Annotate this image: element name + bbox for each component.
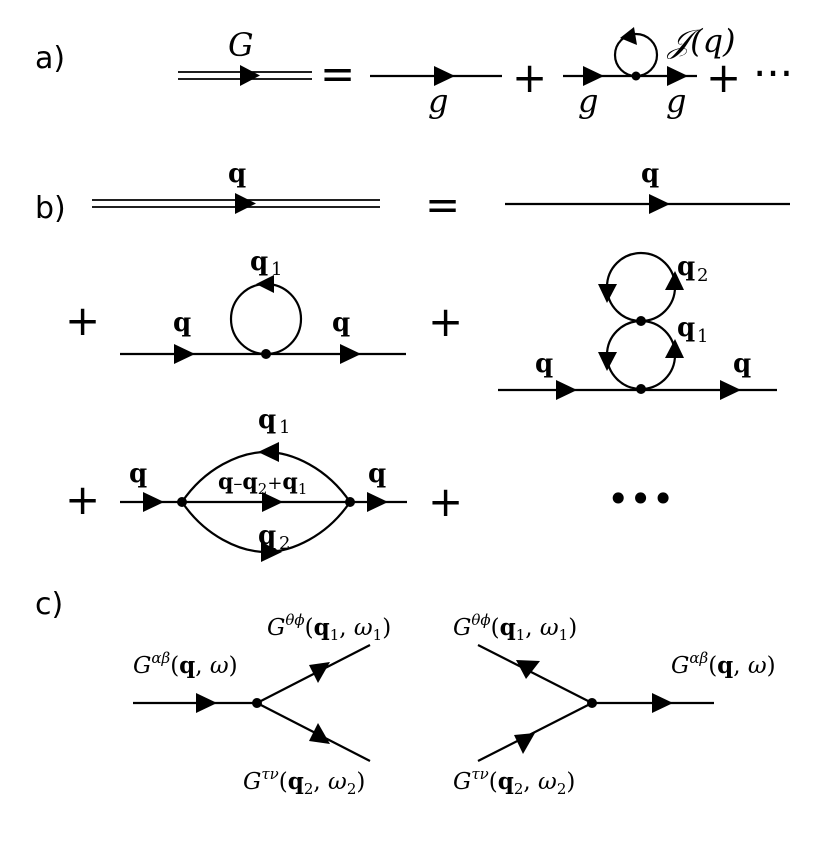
b-d3-q-out: q bbox=[368, 459, 386, 489]
b-d1-q-out: q bbox=[332, 308, 350, 338]
b-d3-arrow-mid bbox=[262, 492, 283, 512]
a-tadpole-loop-arrow bbox=[620, 27, 637, 45]
b-d1-vertex bbox=[261, 349, 271, 359]
a-tadpole-vertex bbox=[631, 71, 641, 81]
a-dressed-arrow bbox=[240, 65, 260, 86]
b-d2-loop-upper bbox=[605, 251, 677, 323]
b-plus-row3b: + bbox=[428, 477, 463, 526]
a-g1-label: g bbox=[428, 82, 448, 120]
a-equals: = bbox=[320, 49, 355, 98]
b-dressed-arrow bbox=[235, 193, 256, 214]
b-d2-vertex-bottom bbox=[636, 384, 646, 394]
b-d2-vertex-mid bbox=[636, 316, 646, 326]
c-right-out-label: Gαβ(q, ω) bbox=[671, 649, 776, 679]
b-plus-row3a: + bbox=[65, 475, 100, 524]
c-left-out2-arrow bbox=[309, 723, 330, 744]
a-G-label: G bbox=[228, 26, 254, 64]
b-d3-top-q: q bbox=[258, 405, 276, 435]
panel-c-label: c) bbox=[35, 587, 63, 622]
b-bare-arrow bbox=[649, 194, 670, 214]
b-d2-upper-arrow-left bbox=[598, 284, 617, 303]
c-left-out1-arrow bbox=[309, 662, 330, 683]
panel-b-label: b) bbox=[35, 191, 66, 226]
b-plus-row2a: + bbox=[65, 296, 100, 345]
b-d2-loop-top-sub: 2 bbox=[697, 265, 708, 286]
b-d2-upper-arrow-right bbox=[665, 271, 684, 290]
b-d1-arrow-in bbox=[174, 344, 195, 364]
a-g2-label: g bbox=[578, 82, 598, 120]
b-d3-mid-c-sub: 1 bbox=[298, 480, 308, 498]
b-d3-mid-b-sub: 2 bbox=[258, 480, 268, 498]
b-d1-q-in: q bbox=[173, 308, 191, 338]
b-d1-arrow-out bbox=[340, 344, 361, 364]
b-d2-q-in: q bbox=[535, 349, 553, 379]
b-d2-loop-top-q: q bbox=[677, 252, 695, 282]
c-right-in2-arrow bbox=[514, 733, 535, 754]
b-d3-bot-q: q bbox=[258, 521, 276, 551]
b-d1-loop-sub: 1 bbox=[271, 259, 282, 280]
b-ellipsis: ••• bbox=[607, 477, 674, 521]
b-d3-arc-top-arrow bbox=[258, 442, 279, 462]
b-d2-arrow-in bbox=[556, 380, 577, 400]
b-plus-row2b: + bbox=[428, 297, 463, 346]
b-d3-arc-bottom-arrow bbox=[261, 542, 282, 562]
b-d2-lower-arrow-right bbox=[665, 339, 684, 358]
a-tadpole-arrow-in bbox=[583, 66, 604, 86]
b-d2-q-out: q bbox=[733, 349, 751, 379]
b-d3-top-sub: 1 bbox=[279, 417, 290, 438]
c-left-in-label: Gαβ(q, ω) bbox=[133, 649, 238, 679]
b-d3-mid-a: q bbox=[218, 469, 233, 495]
b-q-rhs: q bbox=[641, 159, 659, 189]
b-d3-vertex-right bbox=[345, 497, 355, 507]
b-d3-vertex-left bbox=[177, 497, 187, 507]
c-left-vertex bbox=[252, 698, 262, 708]
b-equals: = bbox=[425, 180, 460, 229]
c-right-in2-label: Gτν(q2, ω2) bbox=[453, 765, 575, 798]
c-left-in-arrow bbox=[196, 693, 217, 713]
a-plus-2: + bbox=[706, 53, 741, 102]
c-right-vertex bbox=[587, 698, 597, 708]
c-right-in1-label: Gθϕ(q1, ω1) bbox=[453, 611, 577, 644]
a-g3-label: g bbox=[666, 82, 686, 120]
c-left-out2-label: Gτν(q2, ω2) bbox=[243, 765, 365, 798]
b-d3-mid-op2: + bbox=[267, 473, 282, 494]
a-plus-1: + bbox=[512, 53, 547, 102]
b-q-lhs: q bbox=[228, 159, 246, 189]
c-left-out1-label: Gθϕ(q1, ω1) bbox=[267, 611, 391, 644]
b-d2-loop-bot-sub: 1 bbox=[697, 326, 708, 347]
b-d3-arrow-out bbox=[367, 492, 388, 512]
b-d1-loop-arrow bbox=[256, 275, 274, 293]
c-right-out-arrow bbox=[652, 693, 673, 713]
a-J-label: 𝒥(q) bbox=[666, 22, 736, 60]
b-d2-loop-lower bbox=[605, 319, 677, 391]
a-tadpole-arrow-out bbox=[667, 66, 688, 86]
c-right-in1-line bbox=[477, 644, 593, 704]
a-ellipsis: ··· bbox=[753, 49, 793, 98]
b-d3-q-in: q bbox=[129, 459, 147, 489]
a-bare-arrow bbox=[434, 66, 455, 86]
panel-a-label: a) bbox=[35, 41, 65, 76]
b-d3-arrow-in bbox=[143, 492, 164, 512]
b-d2-arrow-out bbox=[720, 380, 741, 400]
b-d2-lower-arrow-left bbox=[598, 352, 617, 371]
b-d1-loop bbox=[229, 282, 303, 356]
b-d2-loop-bot-q: q bbox=[677, 313, 695, 343]
c-right-in2-line bbox=[477, 702, 593, 762]
c-right-in1-arrow bbox=[516, 660, 540, 679]
b-d3-mid-op1: – bbox=[233, 473, 242, 494]
b-d3-bot-sub: 2 bbox=[279, 533, 290, 554]
b-d3-mid-label: q–q2+q1 bbox=[218, 469, 307, 498]
b-d3-mid-b: q bbox=[242, 469, 257, 495]
b-d3-mid-c: q bbox=[282, 469, 297, 495]
b-d1-loop-q: q bbox=[250, 247, 268, 277]
